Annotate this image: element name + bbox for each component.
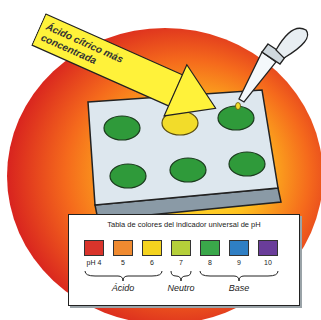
color-swatch: [142, 240, 162, 256]
color-swatch: [113, 240, 133, 256]
dropper: [236, 28, 308, 109]
color-swatch: [171, 240, 191, 256]
range-label: Ácido: [98, 283, 148, 294]
arrow-shaft: [32, 14, 183, 106]
range-label: Base: [214, 283, 264, 294]
ph-value: 9: [224, 258, 254, 267]
color-swatch: [229, 240, 249, 256]
color-swatch: [84, 240, 104, 256]
color-swatch: [200, 240, 220, 256]
chart-title: Tabla de colores del indicador universal…: [73, 220, 295, 229]
range-label: Neutro: [156, 283, 206, 294]
color-swatch: [258, 240, 278, 256]
ph-value: 8: [195, 258, 225, 267]
well-green: [104, 116, 140, 140]
ph-value: 10: [253, 258, 283, 267]
ph-value: pH 4: [79, 258, 109, 267]
ph-value: 5: [108, 258, 138, 267]
ph-value: 7: [166, 258, 196, 267]
ph-value: 6: [137, 258, 167, 267]
well-green: [170, 158, 206, 182]
arrow-head: [164, 65, 227, 134]
well-green: [229, 152, 265, 176]
well-green: [218, 106, 254, 130]
well-green: [110, 164, 146, 188]
